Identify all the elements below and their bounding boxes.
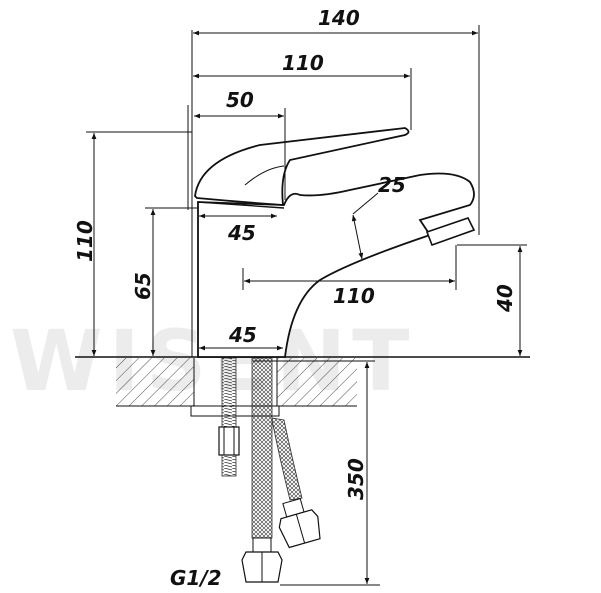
countertop-section (116, 358, 357, 407)
dim-overall-height: 110 (73, 131, 192, 356)
thread-size-label: G1/2 (170, 566, 222, 590)
spout-aerator (425, 217, 476, 247)
svg-text:45: 45 (228, 323, 257, 347)
dim-overall-width: 140 (193, 6, 480, 235)
svg-text:350: 350 (344, 458, 368, 500)
dim-hose-length: 350 (253, 360, 380, 586)
svg-text:110: 110 (73, 220, 97, 262)
dim-base-width: 45 (199, 323, 283, 351)
lever-handle (194, 127, 410, 206)
flexible-hoses (241, 357, 321, 583)
svg-text:40: 40 (493, 284, 517, 313)
threaded-rod (218, 357, 240, 477)
dim-outlet-height: 40 (457, 244, 527, 356)
dim-spout-reach: 110 (242, 245, 457, 308)
dim-body-top: 45 (199, 213, 277, 245)
svg-text:25: 25 (378, 173, 406, 197)
dim-spout-thickness: 25 (351, 173, 406, 260)
dim-lever-reach: 110 (193, 51, 412, 130)
dim-body-height: 65 (131, 207, 198, 356)
faucet-body (197, 172, 475, 358)
svg-text:140: 140 (318, 6, 360, 30)
svg-text:65: 65 (131, 272, 155, 300)
svg-text:110: 110 (282, 51, 324, 75)
svg-text:45: 45 (227, 221, 256, 245)
svg-text:110: 110 (333, 284, 375, 308)
svg-text:50: 50 (226, 88, 254, 112)
dim-lever-base: 50 (194, 88, 286, 200)
